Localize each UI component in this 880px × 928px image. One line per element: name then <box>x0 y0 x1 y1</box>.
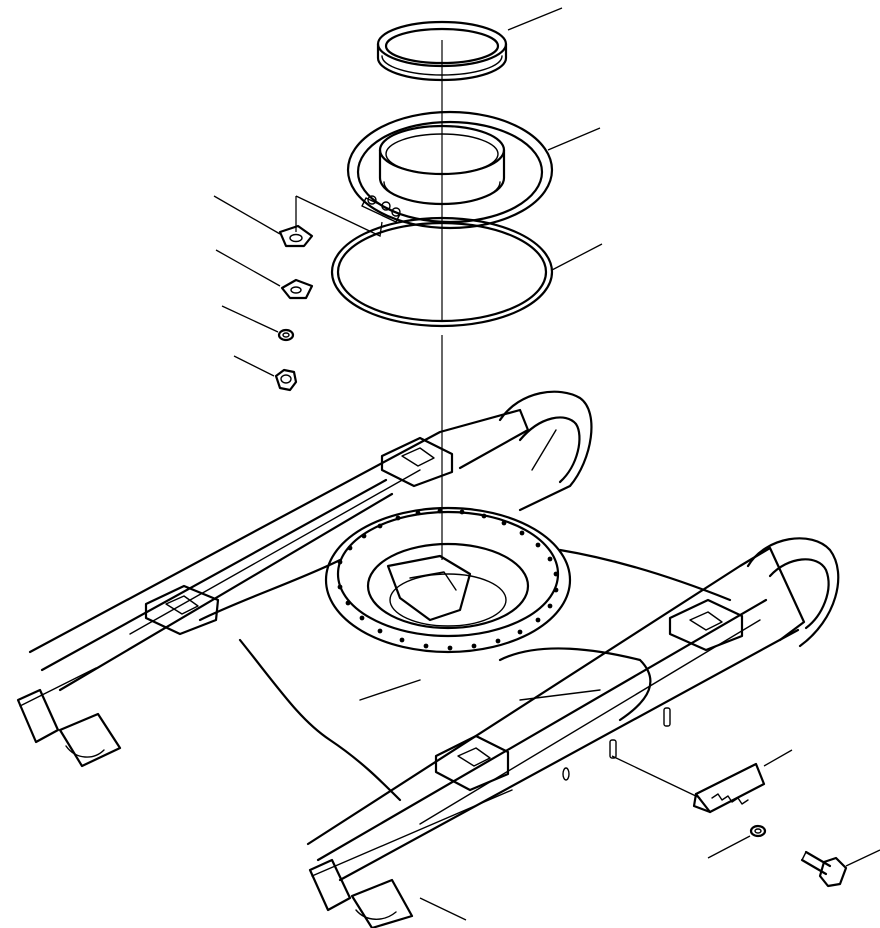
track-frame-leader <box>419 897 467 921</box>
nut-leader <box>233 355 275 377</box>
shim-part <box>280 278 314 300</box>
washer-leader <box>221 305 279 333</box>
seal-ring-leader <box>547 127 601 151</box>
washer-part <box>277 328 295 342</box>
o-ring-leader <box>551 243 603 271</box>
guard-plate-leader <box>763 749 793 767</box>
plate-part <box>278 224 314 248</box>
seal-ring-part <box>346 110 554 230</box>
bolt-part <box>800 850 848 888</box>
shim-leader <box>215 249 281 287</box>
o-ring-part <box>330 216 554 328</box>
plate-leader <box>213 195 281 235</box>
lock-washer-part <box>749 824 767 838</box>
guard-plate-part <box>692 762 766 814</box>
lock-washer-leader <box>707 835 751 859</box>
track-frame-part <box>16 390 840 928</box>
frame-slots <box>562 707 671 781</box>
guard-mount-line <box>611 755 701 799</box>
bolt-leader <box>845 849 880 867</box>
nut-part <box>274 368 298 392</box>
bearing-holes <box>337 508 559 651</box>
cap-part <box>376 20 508 82</box>
cap-leader <box>507 7 563 31</box>
